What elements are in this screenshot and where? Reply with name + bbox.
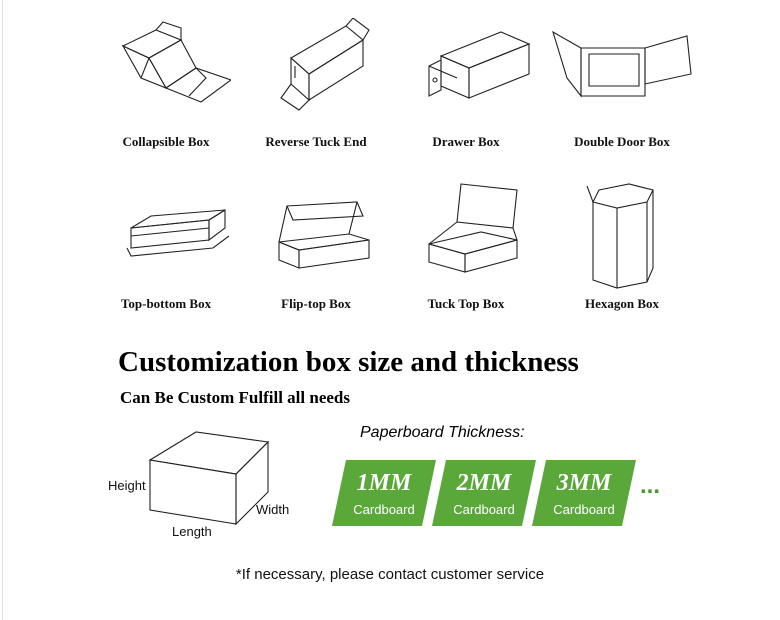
chip-value: 2MM — [456, 470, 512, 496]
thickness-chip-2mm: 2MM Cardboard — [432, 460, 536, 526]
footnote: *If necessary, please contact customer s… — [235, 566, 545, 583]
left-edge-rule — [2, 0, 3, 620]
reverse-tuck-end-icon — [280, 18, 370, 111]
double-door-box-icon — [552, 30, 692, 98]
headline: Customization box size and thickness — [118, 346, 579, 378]
chip-unit: Cardboard — [353, 502, 415, 517]
box-label: Hexagon Box — [584, 296, 660, 311]
box-type-double-door: Double Door Box — [542, 18, 702, 158]
box-label: Drawer Box — [432, 134, 500, 149]
drawer-box-icon — [428, 31, 531, 99]
chip-unit: Cardboard — [453, 502, 515, 517]
top-bottom-box-icon — [126, 209, 230, 257]
thickness-chip-3mm: 3MM Cardboard — [532, 460, 636, 526]
flip-top-box-icon — [278, 201, 370, 269]
dimension-cube-icon — [148, 431, 270, 526]
more-ellipsis: ... — [640, 472, 661, 499]
box-type-hexagon: Hexagon Box — [542, 180, 702, 320]
box-type-collapsible: Collapsible Box — [86, 18, 246, 158]
width-label: Width — [256, 502, 290, 517]
box-label: Double Door Box — [574, 134, 670, 149]
chip-unit: Cardboard — [553, 502, 615, 517]
thickness-chip-1mm: 1MM Cardboard — [332, 460, 436, 526]
chip-background — [332, 460, 436, 526]
box-label: Top-bottom Box — [120, 296, 212, 311]
chip-value: 3MM — [556, 470, 612, 496]
box-label: Tuck Top Box — [427, 296, 505, 311]
thickness-title: Paperboard Thickness: — [360, 424, 525, 441]
chip-value: 1MM — [356, 470, 412, 496]
chip-background — [532, 460, 636, 526]
box-type-tuck-top: Tuck Top Box — [386, 180, 546, 320]
tuck-top-box-icon — [428, 183, 518, 273]
length-label: Length — [172, 524, 212, 539]
hexagon-box-icon — [586, 183, 654, 289]
box-type-drawer: Drawer Box — [386, 18, 546, 158]
box-type-top-bottom: Top-bottom Box — [86, 180, 246, 320]
box-type-reverse-tuck: Reverse Tuck End — [236, 18, 396, 158]
box-label: Flip-top Box — [281, 296, 351, 311]
box-label: Collapsible Box — [122, 134, 210, 149]
collapsible-box-icon — [121, 21, 231, 103]
chip-background — [432, 460, 536, 526]
subline: Can Be Custom Fulfill all needs — [120, 388, 350, 407]
height-label: Height — [108, 478, 146, 493]
box-type-flip-top: Flip-top Box — [236, 180, 396, 320]
box-label: Reverse Tuck End — [265, 134, 367, 149]
